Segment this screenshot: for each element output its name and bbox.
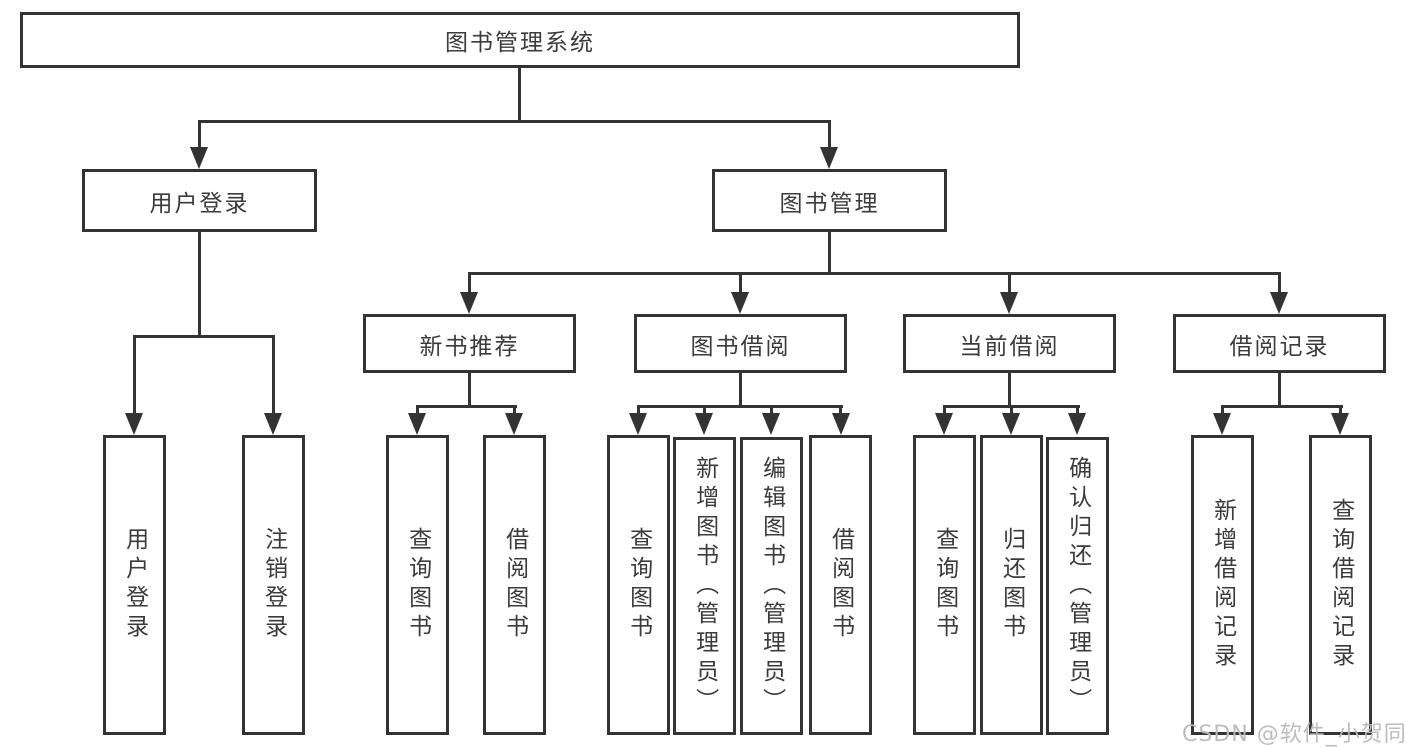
leaf-logout-login: 注销登录 [242,435,305,735]
node-label: 图书管理 [779,190,880,217]
arrowhead-icon [731,292,749,314]
connector-line [1010,405,1013,415]
arrowhead-icon [505,413,523,435]
connector-line [468,373,471,408]
arrowhead-icon [1000,292,1018,314]
connector-line [272,335,275,415]
arrowhead-icon [264,413,282,435]
connector-line [703,405,706,415]
arrowhead-icon [762,413,780,435]
connector-line [1221,405,1224,415]
node-label: 用户登录 [149,190,250,217]
arrowhead-icon [460,292,478,314]
arrowhead-icon [1068,413,1086,435]
node-label: 查询图书 [625,527,652,643]
connector-line [198,232,201,338]
node-library-management-system: 图书管理系统 [20,12,1020,68]
connector-line [943,405,946,415]
connector-line [637,405,843,408]
arrowhead-icon [408,413,426,435]
node-label: 新增图书（管理员） [691,455,718,717]
node-label: 当前借阅 [959,333,1060,360]
leaf-user-login: 用户登录 [103,435,166,735]
connector-line [739,373,742,408]
leaf-edit-book-admin: 编辑图书（管理员） [740,437,803,735]
connector-line [1008,272,1011,294]
arrowhead-icon [935,413,953,435]
connector-line [198,120,831,123]
node-borrowing-records: 借阅记录 [1173,314,1386,373]
connector-line [468,272,1281,275]
node-label: 借阅图书 [827,527,854,643]
leaf-borrow-books-recommend: 借阅图书 [483,435,546,735]
arrowhead-icon [1331,413,1349,435]
leaf-query-books-borrowing: 查询图书 [607,435,670,735]
node-label: 注销登录 [260,527,287,643]
node-label: 图书管理系统 [445,30,595,56]
arrowhead-icon [190,147,208,169]
node-book-borrowing: 图书借阅 [634,314,847,373]
connector-line [468,272,471,294]
csdn-watermark: CSDN @软件_小贺同学 [1182,722,1405,747]
connector-line [1076,405,1079,415]
node-label: 新增借阅记录 [1209,498,1236,672]
connector-line [1339,405,1342,415]
connector-line [739,272,742,294]
connector-line [770,405,773,415]
connector-line [133,335,136,415]
node-label: 确认归还（管理员） [1064,455,1091,717]
leaf-return-book: 归还图书 [980,435,1043,735]
leaf-query-borrow-record: 查询借阅记录 [1309,435,1372,735]
connector-line [416,405,517,408]
connector-line [1221,405,1343,408]
arrowhead-icon [1270,292,1288,314]
leaf-add-book-admin: 新增图书（管理员） [673,437,736,735]
connector-line [133,335,275,338]
arrowhead-icon [832,413,850,435]
leaf-add-borrow-record: 新增借阅记录 [1191,435,1254,735]
arrowhead-icon [695,413,713,435]
arrowhead-icon [125,413,143,435]
connector-line [1278,373,1281,408]
connector-line [1008,373,1011,408]
connector-line [828,232,831,275]
node-label: 查询图书 [404,527,431,643]
node-user-login: 用户登录 [82,169,317,232]
leaf-confirm-return-admin: 确认归还（管理员） [1046,437,1109,735]
node-label: 用户登录 [121,527,148,643]
node-label: 查询图书 [931,527,958,643]
node-label: 查询借阅记录 [1327,498,1354,672]
node-label: 借阅记录 [1229,333,1330,360]
node-label: 图书借阅 [690,333,791,360]
arrowhead-icon [1213,413,1231,435]
arrowhead-icon [629,413,647,435]
leaf-borrow-books-borrowing: 借阅图书 [809,435,872,735]
leaf-query-books-recommend: 查询图书 [386,435,449,735]
arrowhead-icon [820,147,838,169]
node-label: 新书推荐 [419,333,520,360]
connector-line [518,68,521,123]
connector-line [839,405,842,415]
connector-line [828,120,831,149]
node-current-borrowing: 当前借阅 [903,314,1116,373]
connector-line [637,405,640,415]
node-label: 编辑图书（管理员） [758,455,785,717]
connector-line [513,405,516,415]
node-book-management: 图书管理 [712,169,947,232]
connector-line [1278,272,1281,294]
node-label: 借阅图书 [501,527,528,643]
connector-line [198,120,201,149]
node-new-book-recommendation: 新书推荐 [363,314,576,373]
connector-line [416,405,419,415]
node-label: 归还图书 [998,527,1025,643]
leaf-query-books-current: 查询图书 [913,435,976,735]
arrowhead-icon [1002,413,1020,435]
